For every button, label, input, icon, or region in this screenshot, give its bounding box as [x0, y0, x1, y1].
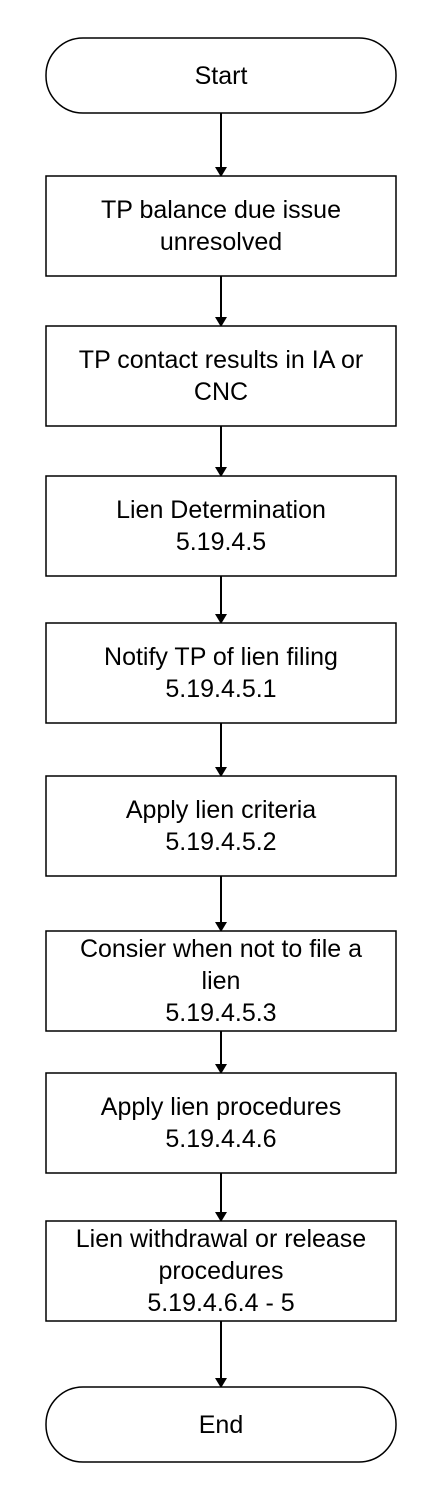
process-box-apply-procedures: [45, 1072, 397, 1174]
node-label-line: 5.19.4.5: [175, 528, 267, 556]
node-label-line: 5.19.4.4.6: [165, 1125, 277, 1153]
node-label-line: Notify TP of lien filing: [104, 643, 338, 671]
node-label-line: 5.19.4.5.2: [165, 828, 277, 856]
node-label-balance-due: TP balance due issue unresolved: [46, 176, 396, 276]
node-label-notify-tp: Notify TP of lien filing 5.19.4.5.1: [46, 623, 396, 723]
node-label-line: procedures: [158, 1257, 284, 1285]
process-box-consider-not-file: [45, 930, 397, 1032]
node-label-withdrawal-release: Lien withdrawal or release procedures 5.19…: [46, 1221, 396, 1321]
process-box-apply-criteria: [45, 775, 397, 877]
process-box-tp-contact: [45, 325, 397, 427]
node-label-line: Apply lien criteria: [125, 796, 317, 824]
node-label-line: 5.19.4.5.1: [165, 675, 277, 703]
node-label-line: Apply lien procedures: [100, 1093, 342, 1121]
node-label-consider-not-file: Consier when not to file a lien 5.19.4.5.3: [46, 931, 396, 1031]
node-label-line: Start: [194, 61, 248, 90]
process-box-withdrawal-release: [45, 1220, 397, 1322]
node-label-end: End: [46, 1387, 396, 1462]
node-label-line: TP balance due issue: [101, 196, 341, 224]
node-label-line: unresolved: [159, 228, 283, 256]
process-box-lien-determination: [45, 475, 397, 577]
node-label-line: Lien withdrawal or release: [75, 1225, 367, 1253]
node-label-line: lien: [201, 967, 241, 995]
terminal-start: [45, 37, 397, 114]
node-label-line: TP contact results in IA or: [78, 346, 364, 374]
node-label-line: 5.19.4.5.3: [165, 999, 277, 1027]
node-label-line: End: [198, 1410, 244, 1439]
node-label-start: Start: [46, 38, 396, 113]
node-label-line: Lien Determination: [116, 496, 326, 524]
node-label-lien-determination: Lien Determination 5.19.4.5: [46, 476, 396, 576]
node-label-line: CNC: [193, 378, 249, 406]
node-label-line: 5.19.4.6.4 - 5: [147, 1289, 295, 1317]
process-box-balance-due: [45, 175, 397, 277]
terminal-end: [45, 1386, 397, 1463]
node-label-apply-criteria: Apply lien criteria 5.19.4.5.2: [46, 776, 396, 876]
node-label-tp-contact: TP contact results in IA or CNC: [46, 326, 396, 426]
process-box-notify-tp: [45, 622, 397, 724]
node-label-apply-procedures: Apply lien procedures 5.19.4.4.6: [46, 1073, 396, 1173]
node-label-line: Consier when not to file a: [79, 935, 363, 963]
